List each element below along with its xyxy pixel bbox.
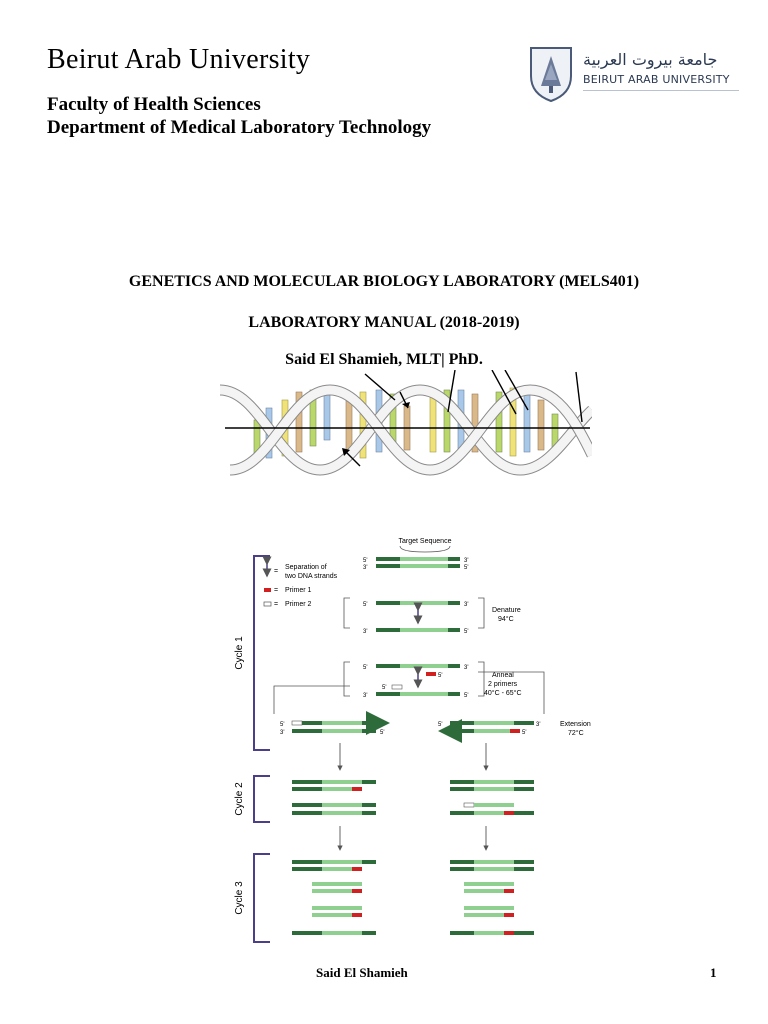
denatured-strands: 5' 3' 3' 5': [343, 597, 485, 635]
faculty-name: Faculty of Health Sciences: [47, 94, 261, 115]
logo-underline: [583, 90, 739, 91]
cedar-shield-icon: [530, 47, 572, 103]
manual-title: LABORATORY MANUAL (2018-2019): [248, 314, 520, 331]
end-label: 3': [464, 558, 468, 564]
footer-author: Said El Shamieh: [316, 965, 408, 980]
legend-eq-2: =: [274, 587, 278, 594]
end-label: 3': [536, 722, 540, 728]
extension-connectors: [273, 671, 545, 714]
end-label: 5': [382, 685, 386, 691]
helix-backbones: [220, 384, 592, 476]
end-label: 5': [363, 602, 367, 608]
logo-english-text: BEIRUT ARAB UNIVERSITY: [583, 73, 730, 86]
end-label: 5': [438, 722, 442, 728]
extension-label: Extension: [560, 721, 591, 728]
pcr-legend: = Separation of two DNA strands = Primer…: [262, 556, 338, 608]
extension-temp: 72°C: [568, 729, 584, 737]
end-label: 5': [464, 629, 468, 635]
target-sequence-label: Target Sequence: [399, 538, 452, 545]
end-label: 5': [464, 565, 468, 571]
legend-eq-1: =: [274, 568, 278, 575]
flow-arrows: [337, 743, 489, 851]
end-label: 3': [280, 730, 284, 736]
cycle-1-label: Cycle 1: [234, 636, 245, 670]
denature-temp: 94°C: [498, 615, 514, 623]
primer1-swatch: [264, 588, 271, 592]
cycle3-products: [292, 860, 534, 935]
end-label: 5': [380, 730, 384, 736]
extension-right: 5' 3' 5': [438, 719, 540, 743]
university-logo: جامعة بيروت العربية BEIRUT ARAB UNIVERSI…: [527, 46, 739, 103]
primer2-swatch: [263, 601, 272, 607]
end-label: 3': [363, 565, 367, 571]
helix-arrowheads: [342, 402, 410, 456]
dna-helix-illustration: [220, 370, 592, 476]
logo-arabic-text: جامعة بيروت العربية: [583, 50, 718, 69]
end-label: 5': [363, 665, 367, 671]
anneal-sub-label: 2 primers: [488, 681, 518, 688]
target-bracket: [399, 545, 451, 553]
page-number: 1: [710, 965, 717, 980]
cycle2-products: [292, 780, 534, 815]
end-label: 3': [464, 602, 468, 608]
original-dsdna: 5' 3' 3' 5': [363, 557, 468, 571]
legend-primer2: Primer 2: [285, 601, 312, 608]
end-label: 5': [363, 558, 367, 564]
end-label: 3': [363, 629, 367, 635]
denature-label: Denature: [492, 607, 521, 614]
legend-separation-1: Separation of: [285, 564, 327, 571]
cycle-3-label: Cycle 3: [234, 881, 245, 915]
legend-eq-3: =: [274, 601, 278, 608]
end-label: 3': [464, 665, 468, 671]
end-label: 5': [464, 693, 468, 699]
department-name: Department of Medical Laboratory Technol…: [47, 117, 432, 138]
cycle-2-label: Cycle 2: [234, 782, 245, 816]
end-label: 5': [438, 673, 442, 679]
course-title: GENETICS AND MOLECULAR BIOLOGY LABORATOR…: [128, 273, 640, 290]
legend-primer1: Primer 1: [285, 587, 312, 594]
anneal-label: Anneal: [492, 672, 514, 679]
anneal-temp: 40°C - 65°C: [484, 689, 522, 697]
end-label: 3': [363, 693, 367, 699]
annealed-strands: 5' 3' 5' 5' 3' 5': [343, 661, 485, 699]
author-name: Said El Shamieh, MLT| PhD.: [285, 351, 483, 368]
end-label: 5': [280, 722, 284, 728]
cycle-brackets: [253, 555, 270, 943]
pcr-cycle-diagram: Cycle 1 Cycle 2 Cycle 3 = Separation of …: [234, 538, 591, 943]
legend-separation-2: two DNA strands: [285, 573, 338, 580]
extension-left: 5' 3' 5': [280, 711, 390, 736]
university-title: Beirut Arab University: [47, 44, 311, 75]
end-label: 5': [522, 730, 526, 736]
